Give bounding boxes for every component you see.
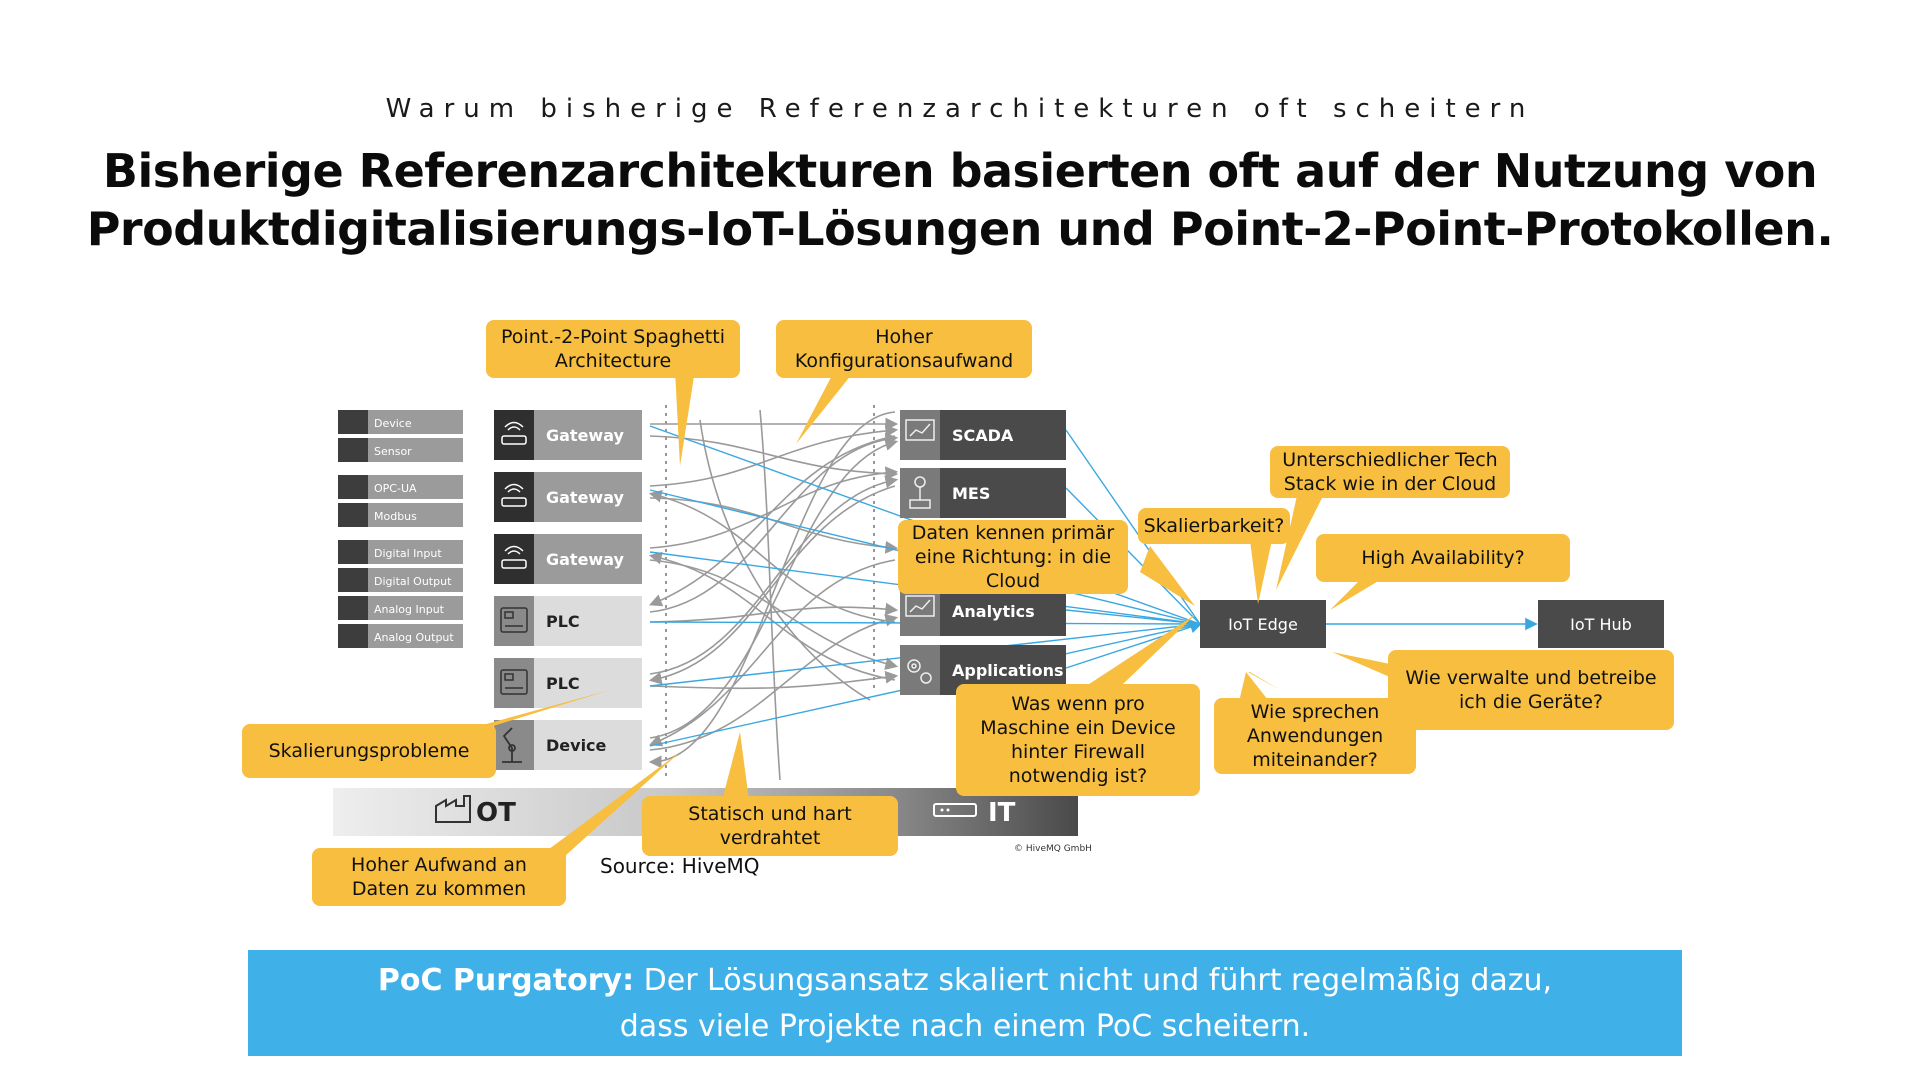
it-nodes: SCADA MES Analytics Applications [900,410,1066,695]
wifi-router-icon [501,483,527,507]
it-node-mes-label: MES [952,484,990,503]
source-device-label: Device [374,417,412,430]
title-line-1: Bisherige Referenzarchitekturen basierte… [102,144,1818,198]
callout-effort: Hoher Aufwand an Daten zu kommen [312,848,566,906]
ot-nodes: Gateway Gateway Gateway PLC [494,410,642,770]
callout-scaling-problems: Skalierungsprobleme [242,724,496,778]
plc-icon [500,669,528,695]
ot-node-plc-2-label: PLC [546,674,580,693]
source-sensor-label: Sensor [374,445,412,458]
ot-node-gateway-3: Gateway [494,534,642,584]
conclusion-banner: PoC Purgatory: Der Lösungsansatz skalier… [248,950,1682,1056]
analytics-icon [905,595,935,617]
plc-icon [500,607,528,633]
callout-direction: Daten kennen primär eine Richtung: in di… [898,520,1128,594]
callout-manage: Wie verwalte und betreibe ich die Geräte… [1388,650,1674,730]
it-node-applications: Applications [900,645,1066,695]
page-title: Bisherige Referenzarchitekturen basierte… [60,142,1860,258]
robot-arm-icon [502,727,522,763]
monitor-chart-icon [905,419,935,441]
ot-node-plc-2: PLC [494,658,642,708]
ot-node-gateway-3-label: Gateway [546,550,625,569]
iot-edge-node: IoT Edge [1200,600,1326,648]
callout-config: Hoher Konfigurationsaufwand [776,320,1032,378]
joystick-icon [909,476,931,509]
callout-spaghetti: Point.-2-Point Spaghetti Architecture [486,320,740,378]
banner-line-1: PoC Purgatory: Der Lösungsansatz skalier… [248,958,1682,1004]
source-opcua-label: OPC-UA [374,482,417,495]
source-digital-input-label: Digital Input [374,547,442,560]
it-label: IT [988,798,1016,828]
callout-wired: Statisch und hart verdrahtet [642,796,898,856]
it-node-scada-label: SCADA [952,426,1014,445]
factory-icon [435,795,471,823]
ot-node-gateway-1-label: Gateway [546,426,625,445]
it-node-scada: SCADA [900,410,1066,460]
iot-edge-label: IoT Edge [1228,615,1298,634]
callout-availability: High Availability? [1316,534,1570,582]
ot-node-gateway-2: Gateway [494,472,642,522]
ot-node-plc-1-label: PLC [546,612,580,631]
ot-label: OT [476,798,516,828]
ot-node-gateway-2-label: Gateway [546,488,625,507]
banner-line-1-text: Der Lösungsansatz skaliert nicht und füh… [634,963,1553,998]
banner-line-2: dass viele Projekte nach einem PoC schei… [619,1009,1311,1044]
source-note: Source: HiveMQ [600,854,760,878]
banner-bold: PoC Purgatory: [377,963,635,998]
it-node-analytics: Analytics [900,586,1066,636]
callout-scalability: Skalierbarkeit? [1138,508,1290,544]
it-node-analytics-label: Analytics [952,602,1035,621]
it-node-applications-label: Applications [952,661,1064,680]
server-icon [933,803,977,817]
source-analog-output-label: Analog Output [374,631,454,644]
ot-node-device: Device [494,720,642,770]
spaghetti-lines [648,409,899,781]
callout-firewall: Was wenn pro Maschine ein Device hinter … [956,684,1200,796]
ot-node-device-label: Device [546,736,607,755]
overline: Warum bisherige Referenzarchitekturen of… [385,94,1535,124]
callout-apps-talk: Wie sprechen Anwendungen miteinander? [1214,698,1416,774]
ot-node-gateway-1: Gateway [494,410,642,460]
source-analog-input-label: Analog Input [374,603,445,616]
iot-hub-label: IoT Hub [1570,615,1632,634]
source-modbus-label: Modbus [374,510,417,523]
it-node-mes: MES [900,468,1066,518]
source-digital-output-label: Digital Output [374,575,452,588]
source-list: Device Sensor OPC-UA Modbus Digital Inpu… [338,410,463,648]
wifi-router-icon [501,545,527,569]
iot-hub-node: IoT Hub [1538,600,1664,648]
gears-icon [907,659,932,684]
copyright-note: © HiveMQ GmbH [1014,844,1092,854]
ot-node-plc-1: PLC [494,596,642,646]
wifi-router-icon [501,421,527,445]
title-line-2: Produktdigitalisierungs-IoT-Lösungen und… [86,202,1834,256]
callout-tech-stack: Unterschiedlicher Tech Stack wie in der … [1270,446,1510,498]
